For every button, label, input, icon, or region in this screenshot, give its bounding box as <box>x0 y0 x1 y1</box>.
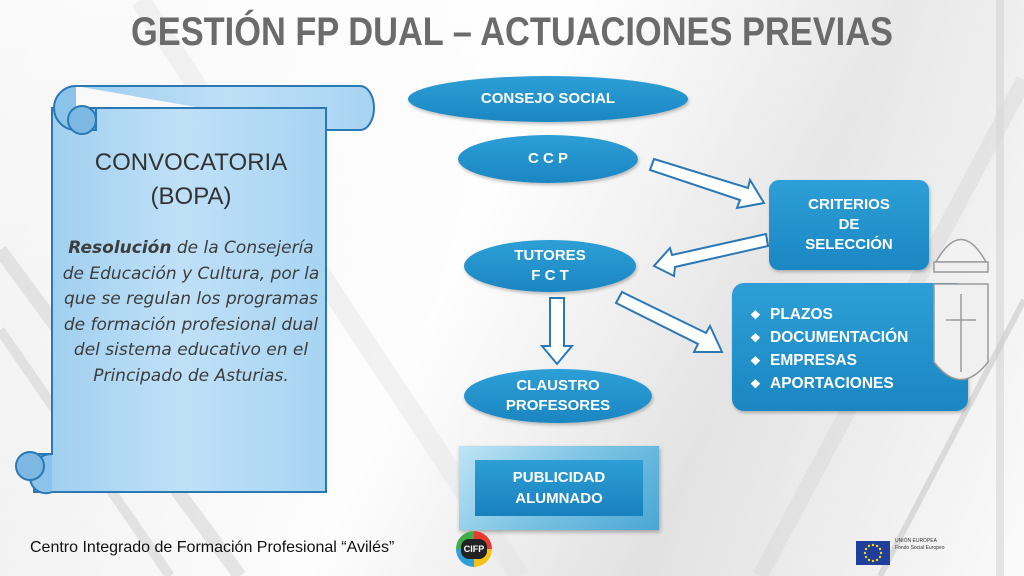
publicidad-alumnado-node[interactable]: PUBLICIDAD ALUMNADO <box>459 446 659 530</box>
eu-flag-icon <box>856 541 890 565</box>
eu-label: UNIÓN EUROPEA Fondo Social Europeo <box>895 538 944 552</box>
eu-line-1: UNIÓN EUROPEA <box>895 538 937 544</box>
tutores-fct-node[interactable]: TUTORES F C T <box>464 240 636 292</box>
claustro-line-2: PROFESORES <box>505 397 611 414</box>
requirements-list[interactable]: ❖ PLAZOS ❖ DOCUMENTACIÓN ❖ EMPRESAS ❖ APORTA… <box>732 283 968 411</box>
diamond-bullet-icon: ❖ <box>750 376 761 391</box>
criterios-line-3: SELECCIÓN <box>805 236 893 253</box>
list-item-label: EMPRESAS <box>770 351 857 369</box>
list-item-label: APORTACIONES <box>770 374 894 392</box>
diamond-bullet-icon: ❖ <box>750 353 761 368</box>
cifp-logo: CIFP <box>456 531 492 567</box>
publicidad-inner: PUBLICIDAD ALUMNADO <box>475 460 643 516</box>
criterios-line-1: CRITERIOS <box>808 196 890 213</box>
tutores-line-1: TUTORES <box>514 247 586 264</box>
eu-line-2: Fondo Social Europeo <box>895 545 945 551</box>
list-item-label: DOCUMENTACIÓN <box>770 328 909 346</box>
publicidad-line-1: PUBLICIDAD <box>512 469 606 486</box>
scroll-text: CONVOCATORIA (BOPA) Resolución de la Con… <box>58 146 324 389</box>
claustro-profesores-node[interactable]: CLAUSTRO PROFESORES <box>464 369 652 423</box>
list-item-label: PLAZOS <box>770 305 833 323</box>
criterios-seleccion-node[interactable]: CRITERIOS DE SELECCIÓN <box>769 180 929 270</box>
list-item-empresas: ❖ EMPRESAS <box>750 349 968 372</box>
list-item-documentacion: ❖ DOCUMENTACIÓN <box>750 326 968 349</box>
claustro-line-1: CLAUSTRO <box>516 377 600 394</box>
coat-of-arms-icon <box>933 238 989 381</box>
cifp-logo-text: CIFP <box>461 539 487 559</box>
page-title: GESTIÓN FP DUAL – ACTUACIONES PREVIAS <box>130 10 894 54</box>
diamond-bullet-icon: ❖ <box>750 307 761 322</box>
scroll-shape <box>15 85 375 495</box>
consejo-social-node[interactable]: CONSEJO SOCIAL <box>408 76 688 122</box>
resolution-bold: Resolución <box>68 238 172 258</box>
diamond-bullet-icon: ❖ <box>750 330 761 345</box>
eu-stars-icon <box>863 543 883 563</box>
list-item-aportaciones: ❖ APORTACIONES <box>750 372 968 395</box>
list-item-plazos: ❖ PLAZOS <box>750 303 968 326</box>
publicidad-line-2: ALUMNADO <box>515 490 603 507</box>
resolution-body: de la Consejería de Educación y Cultura,… <box>62 238 320 386</box>
heading-line-1: CONVOCATORIA <box>94 149 288 176</box>
criterios-line-2: DE <box>838 216 860 233</box>
convocatoria-heading: CONVOCATORIA (BOPA) <box>58 146 324 214</box>
tutores-line-2: F C T <box>531 267 569 284</box>
resolution-text: Resolución de la Consejería de Educación… <box>58 236 324 389</box>
heading-line-2: (BOPA) <box>150 183 232 210</box>
ccp-node[interactable]: C C P <box>458 135 638 183</box>
footer-text: Centro Integrado de Formación Profesiona… <box>30 539 395 556</box>
